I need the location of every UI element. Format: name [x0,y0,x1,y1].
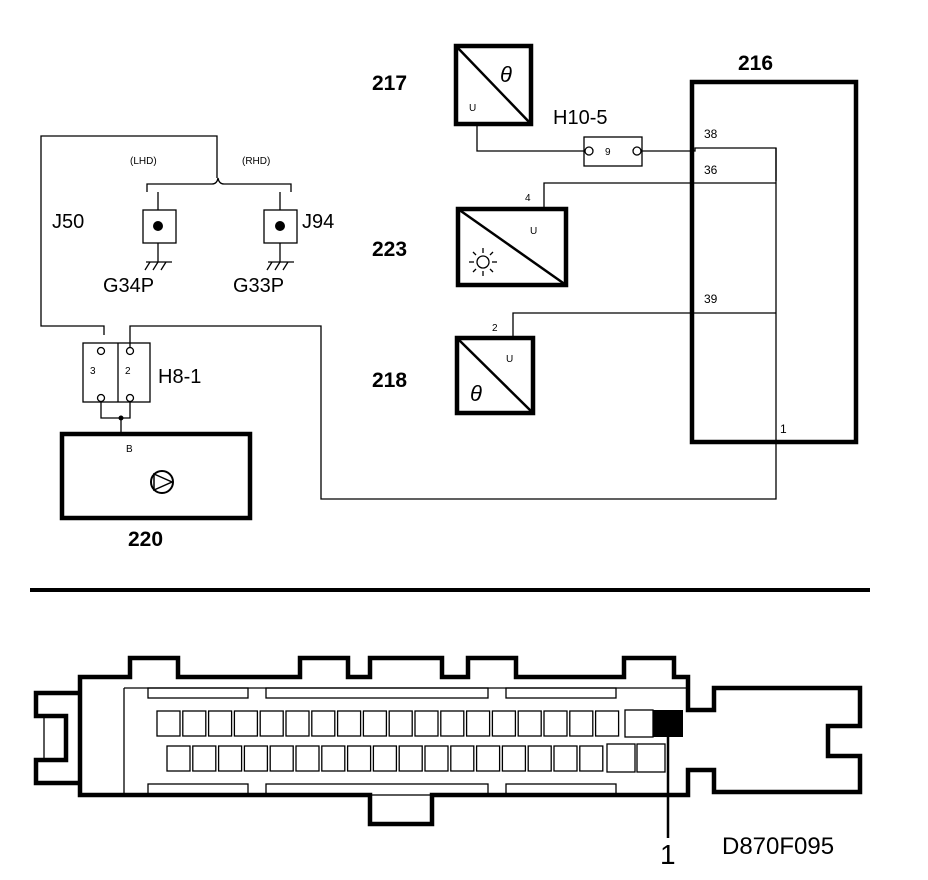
pin-2: 2 [492,323,498,334]
sun-icon [469,248,497,276]
pin-cavity [569,710,594,737]
pin-cavity [207,710,233,737]
component-220: B [59,431,253,521]
pin-cavity [579,745,604,772]
label-216: 216 [738,52,773,75]
pin-cavity [491,710,517,737]
component-217: θ U [453,43,534,127]
u-label-223: U [530,226,537,237]
connector-face [33,655,863,827]
label-rhd: (RHD) [242,156,270,167]
pin-4: 4 [525,193,531,204]
pin-cavity [424,745,449,772]
ground-icon [144,261,172,271]
pin-cavity [166,745,191,772]
component-218: U θ [454,335,536,416]
pin-cavity [450,745,475,772]
pin-cavity [527,745,552,772]
pin-cavity [295,745,320,772]
pin-cavity [372,745,398,772]
pin-cavity [346,745,372,772]
label-g34p: G34P [103,275,154,297]
label-220: 220 [128,528,163,551]
pump-icon [150,470,174,494]
label-g33p: G33P [233,275,284,297]
connector-h8-1: 3 2 [82,342,151,403]
pin-cavity [285,710,310,737]
callout-1: 1 [660,839,676,870]
pin-cavity [388,710,413,737]
pin-label-h8-1-2: 2 [125,366,131,377]
label-lhd: (LHD) [130,156,157,167]
pin-cavity [398,745,423,772]
label-217: 217 [372,72,407,95]
u-label-218: U [506,354,513,365]
pin-cavity [192,745,217,772]
component-216 [689,79,859,445]
pin-cavity [517,710,542,737]
u-label-217: U [469,103,476,114]
pin-label-h8-1-3: 3 [90,366,96,377]
component-223: U [455,206,569,288]
connector-j94 [263,192,298,271]
pin-cavity [475,745,501,772]
pin-cavity [311,710,336,737]
theta-icon: θ [470,381,482,406]
label-218: 218 [372,369,407,392]
pin-cavity [233,710,259,737]
pin-cavity [414,710,439,737]
pin-cavity [543,710,568,737]
pin-cavity [594,710,620,737]
pin-label-b: B [126,444,133,455]
pin-label-h10-5: 9 [605,147,611,158]
pin-cavity [156,710,181,737]
pin-cavity [259,710,284,737]
pin-cavity [606,743,636,773]
pin-cavity [465,710,491,737]
pin-grid [156,709,666,773]
connector-j50 [142,192,177,271]
label-223: 223 [372,238,407,261]
label-j50: J50 [52,211,84,233]
figure-code: D870F095 [722,833,834,860]
pin-38: 38 [704,127,718,141]
pin-cavity [636,743,666,773]
ground-icon [266,261,294,271]
pin-cavity [553,745,578,772]
label-h10-5: H10-5 [553,107,607,129]
theta-icon: θ [500,62,512,87]
pin-cavity [336,710,362,737]
highlighted-pin-1 [653,710,683,737]
pin-cavity [362,710,388,737]
connector-h10-5: 9 [583,136,643,167]
pin-36: 36 [704,163,718,177]
pin-cavity [217,745,243,772]
pin-39: 39 [704,292,718,306]
pin-cavity [243,745,269,772]
label-j94: J94 [302,211,334,233]
pin-cavity [624,709,654,738]
pin-cavity [501,745,527,772]
pin-cavity [182,710,207,737]
pin-cavity [269,745,294,772]
pin-cavity [321,745,346,772]
pin-cavity [440,710,465,737]
pin-1: 1 [780,422,787,436]
label-h8-1: H8-1 [158,366,201,388]
